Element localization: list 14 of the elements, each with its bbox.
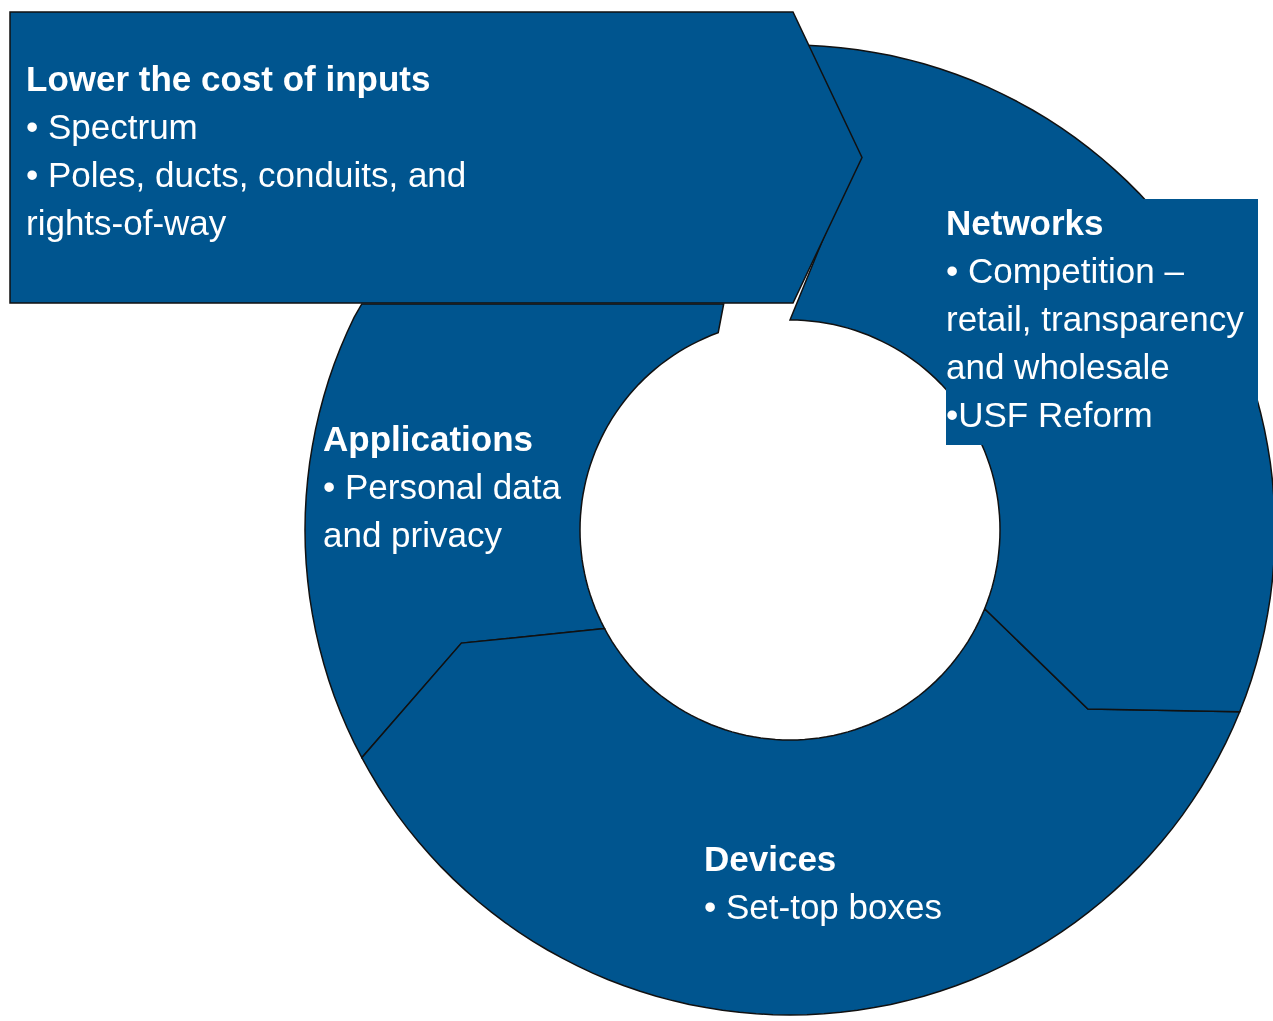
cycle-segment	[361, 608, 1240, 1015]
bullet-item: • Spectrum	[26, 106, 199, 148]
bullet-item: • Poles, ducts, conduits, and rights-of-way	[26, 154, 468, 244]
bullet-item: •USF Reform	[946, 394, 1154, 436]
bullet-item: • Personal data and privacy	[323, 466, 562, 556]
arrow-band	[10, 12, 862, 303]
cycle-segment	[790, 45, 1273, 712]
cycle-segment	[305, 304, 724, 758]
bullet-item: • Competition – retail, transparency and wholesale	[946, 250, 1245, 388]
segment-heading: Devices	[704, 838, 838, 880]
segment-heading: Networks	[946, 202, 1105, 244]
segment-heading: Lower the cost of inputs	[26, 58, 432, 100]
bullet-item: • Set-top boxes	[704, 886, 943, 928]
segment-heading: Applications	[323, 418, 535, 460]
